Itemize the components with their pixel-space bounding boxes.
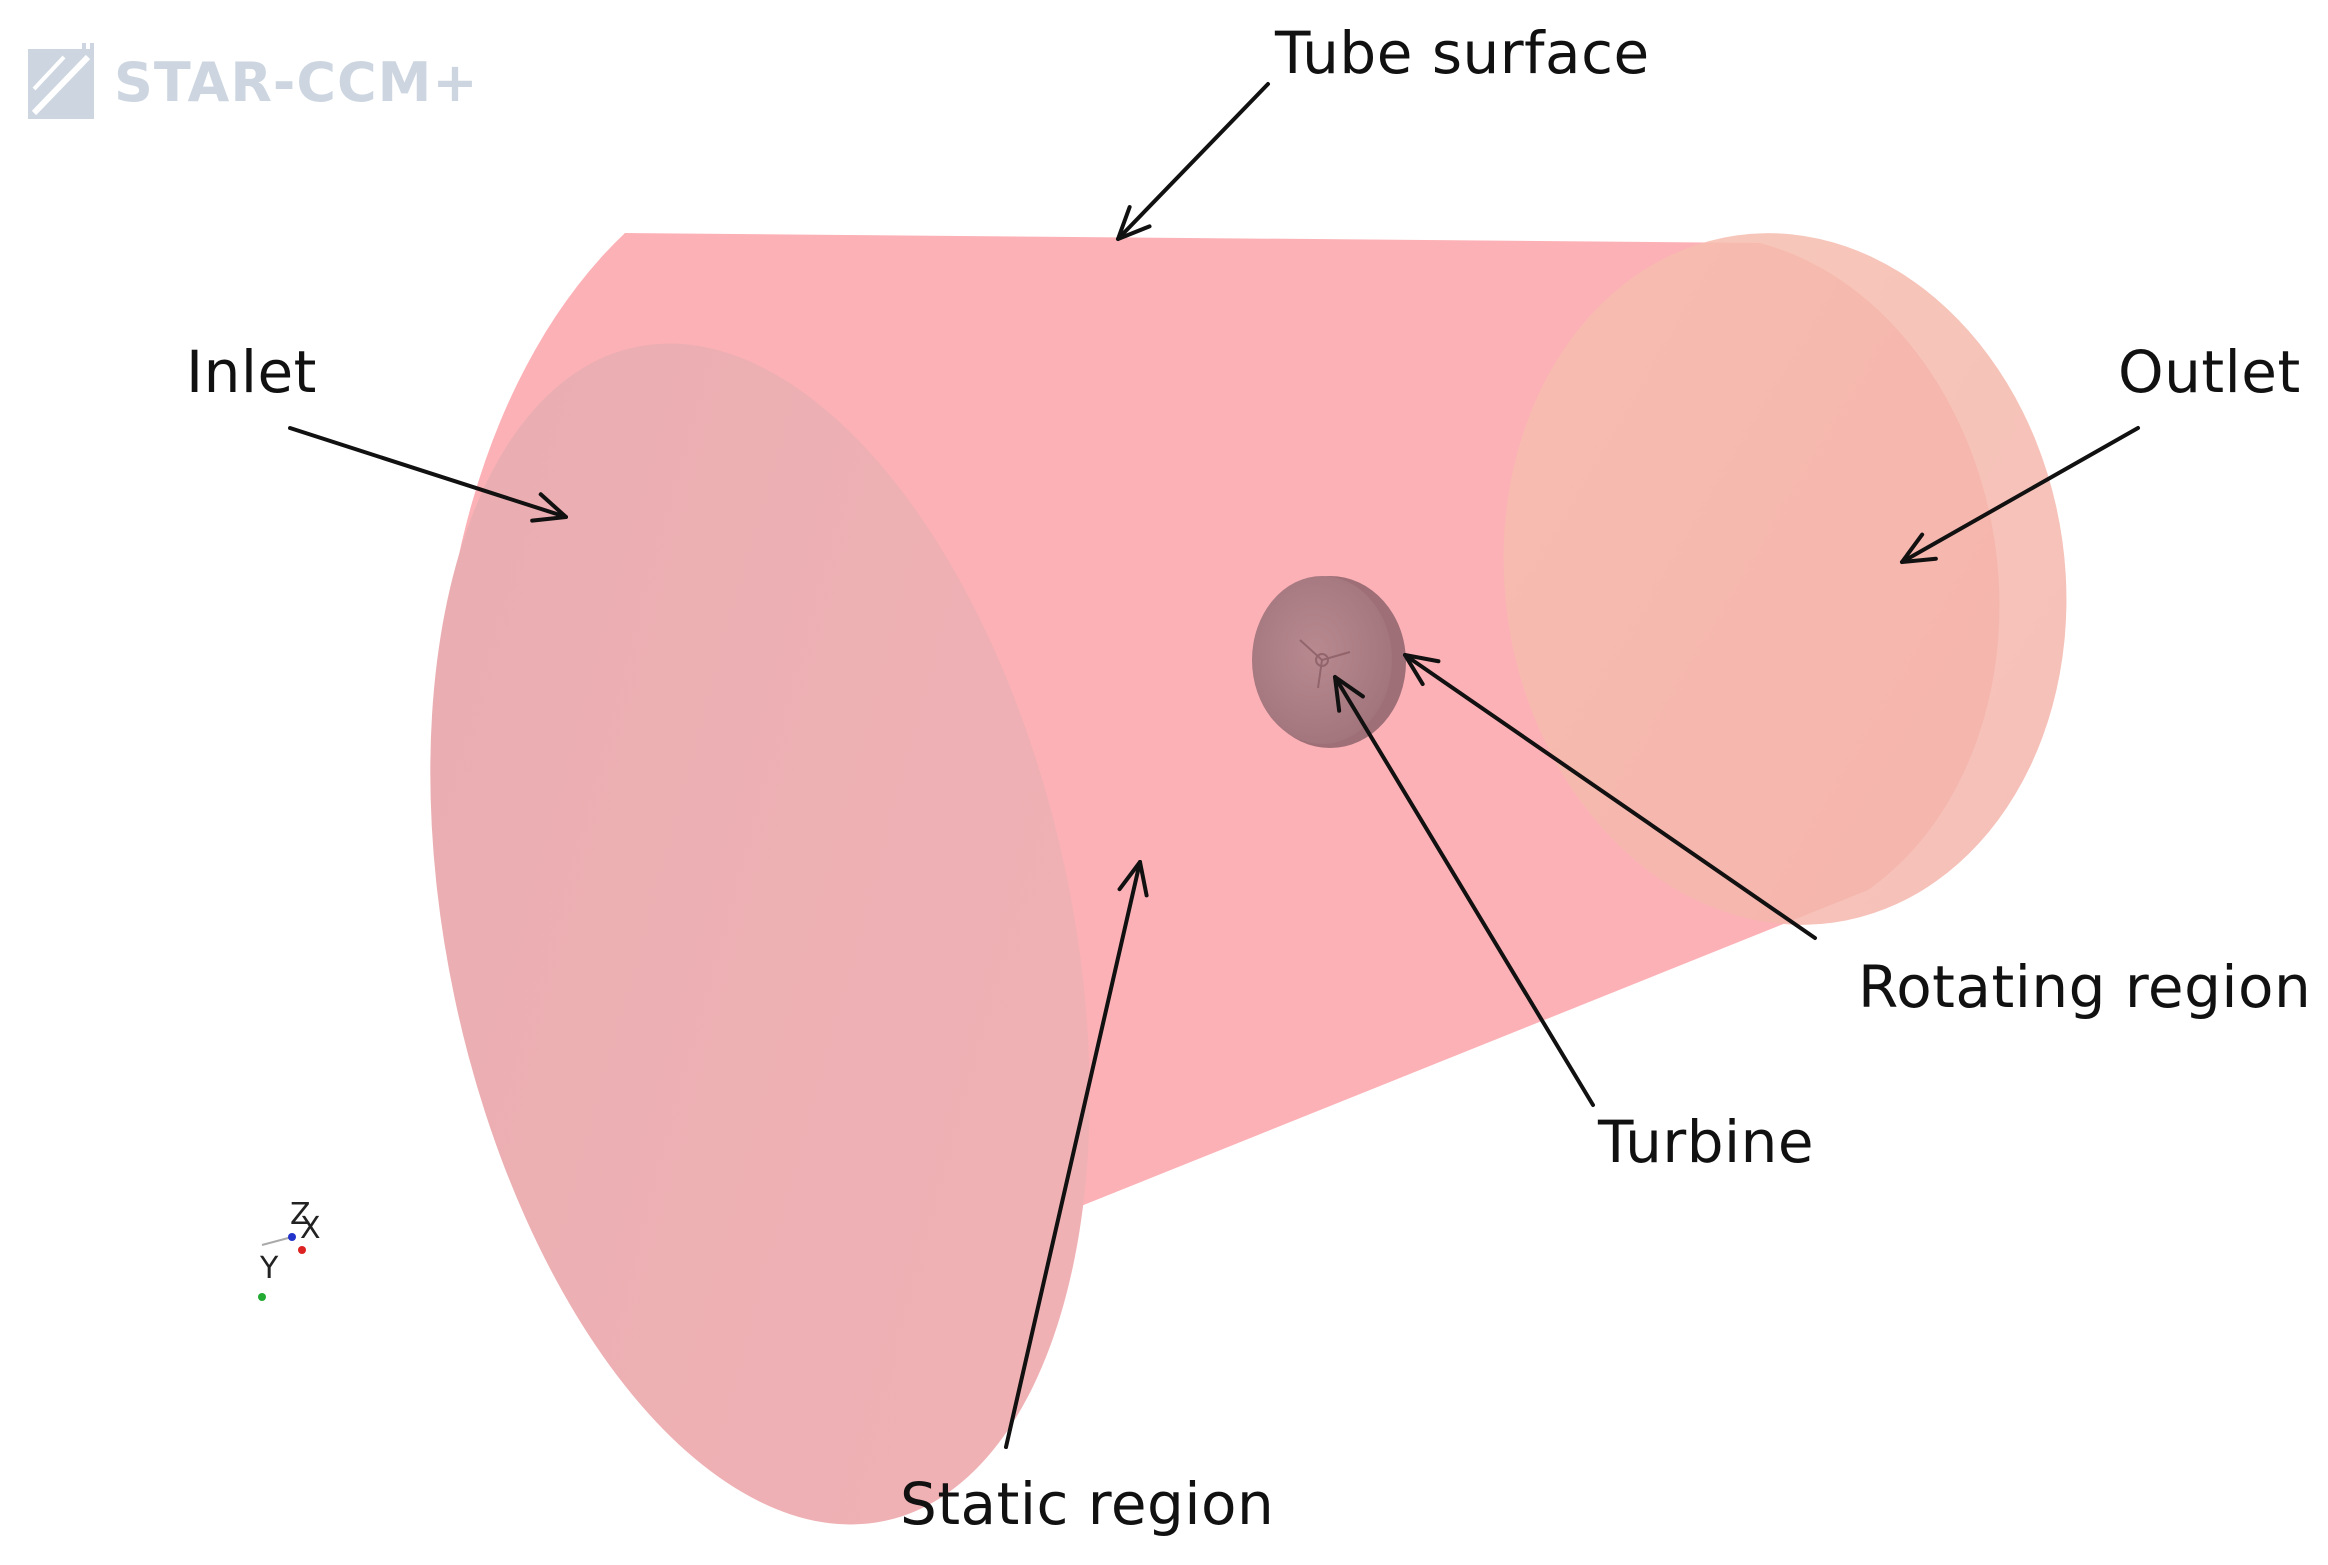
static-region-label: Static region — [900, 1470, 1275, 1538]
turbine-arrow — [1333, 675, 1595, 1107]
inlet-arrow-head — [530, 492, 568, 523]
rotating-region-arrow — [1403, 653, 1817, 940]
star-ccm-logo: STAR-CCM+ — [28, 42, 479, 122]
tube-surface-label: Tube surface — [1275, 19, 1650, 87]
turbine-arrow-head — [1333, 675, 1365, 713]
outlet-face — [1503, 233, 2067, 925]
outlet-label: Outlet — [2118, 338, 2301, 406]
axis-x-label: X — [300, 1211, 321, 1246]
rotating-region-arrow-head — [1403, 653, 1441, 687]
inlet-arrow — [288, 426, 568, 519]
static-region-arrow-head — [1117, 860, 1149, 898]
rotating-region-label: Rotating region — [1858, 953, 2312, 1021]
logo-text: STAR-CCM+ — [114, 50, 479, 114]
turbine-label: Turbine — [1598, 1108, 1815, 1176]
turbine-icon — [1299, 639, 1351, 689]
star-ccm-logo-icon — [28, 43, 94, 119]
axis-y-label: Y — [260, 1251, 279, 1286]
axis-triad-icon — [258, 1233, 306, 1301]
outlet-arrow — [1900, 426, 2140, 564]
rotating-region — [1252, 576, 1406, 748]
inlet-face — [430, 343, 1090, 1525]
static-region-arrow — [1004, 860, 1142, 1449]
outlet-arrow-head — [1900, 532, 1938, 564]
inlet-label: Inlet — [186, 338, 317, 406]
tube-surface-arrow — [1116, 82, 1270, 241]
axis-z-label: Z — [290, 1197, 311, 1232]
tube-surface-arrow-head — [1116, 205, 1152, 241]
